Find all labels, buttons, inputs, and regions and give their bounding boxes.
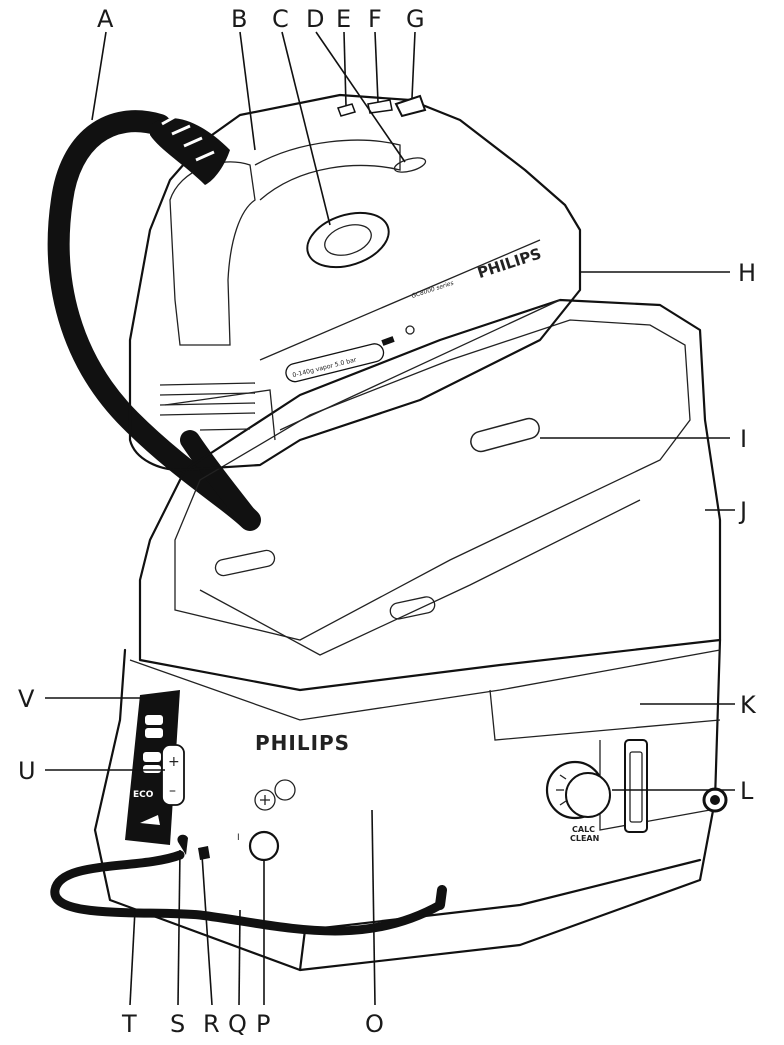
- callout-O: O: [365, 1010, 384, 1038]
- calc-clean-label-1: CALC: [572, 825, 595, 834]
- callout-T: T: [121, 1010, 137, 1038]
- leader-lines: [45, 31, 735, 1006]
- callout-L: L: [740, 777, 754, 805]
- callout-V: V: [18, 685, 35, 713]
- water-tank-socket: [702, 787, 728, 813]
- supply-hose: [47, 110, 261, 531]
- iron-handle: [169, 161, 256, 346]
- steam-trigger[interactable]: [337, 103, 356, 117]
- platform-slot: [470, 417, 540, 453]
- callout-K: K: [740, 691, 757, 719]
- callout-I: I: [740, 425, 747, 453]
- callout-P: P: [256, 1010, 270, 1038]
- water-level-window: [624, 739, 648, 833]
- base-station: [93, 298, 722, 972]
- steam-setting-icon: [143, 752, 161, 773]
- base-brand: PHILIPS: [255, 731, 350, 755]
- control-panel: ECO + –: [125, 690, 185, 845]
- mains-cord: [50, 850, 445, 936]
- callout-S: S: [170, 1010, 185, 1038]
- iron-symbols: [381, 325, 415, 346]
- callout-D: D: [306, 5, 324, 33]
- steam-lock-button[interactable]: [367, 99, 393, 114]
- carry-lock-button[interactable]: [254, 789, 276, 811]
- temperature-dial[interactable]: [300, 203, 395, 277]
- steam-setting-icon: [140, 815, 160, 825]
- minus-button[interactable]: –: [169, 783, 176, 799]
- calc-clean-knob[interactable]: [545, 760, 611, 820]
- hose-grip: [150, 118, 230, 185]
- plug-icon: [198, 846, 210, 860]
- temperature-chart-label: [159, 382, 256, 431]
- callout-R: R: [203, 1010, 220, 1038]
- iron-spec-label: [285, 343, 385, 383]
- callout-C: C: [272, 5, 289, 33]
- callout-Q: Q: [228, 1010, 247, 1038]
- callout-J: J: [738, 497, 747, 525]
- callout-E: E: [336, 5, 351, 33]
- cord-storage-icon: [177, 834, 188, 855]
- callout-labels: A B C D E F G H I J K L V U T S R Q P O: [18, 5, 757, 1038]
- steam-button-icon: [274, 779, 296, 801]
- callout-U: U: [18, 757, 36, 785]
- calc-clean-label-2: CLEAN: [570, 834, 599, 843]
- iron-brand: PHILIPS: [475, 245, 543, 283]
- callout-B: B: [231, 5, 247, 33]
- callout-H: H: [738, 259, 756, 287]
- steam-adjust-buttons[interactable]: [161, 744, 185, 806]
- iron-body: [128, 93, 582, 472]
- eco-label: ECO: [133, 790, 154, 800]
- iron-model: GC8000 series: [411, 280, 455, 300]
- callout-F: F: [368, 5, 382, 33]
- iron: 0-140g vapor 5.0 bar GC8000 series PHILI…: [128, 93, 582, 472]
- base-lid: [138, 298, 722, 692]
- power-symbol: I: [237, 833, 240, 843]
- plus-button[interactable]: +: [168, 754, 180, 770]
- power-button[interactable]: [248, 830, 280, 862]
- callout-G: G: [406, 5, 425, 33]
- iron-platform: [174, 319, 691, 641]
- steam-setting-icon: [145, 715, 163, 738]
- filling-opening: [393, 157, 427, 173]
- callout-A: A: [97, 5, 114, 33]
- supply-hose-lower: [180, 430, 260, 530]
- steam-activator[interactable]: [394, 94, 427, 118]
